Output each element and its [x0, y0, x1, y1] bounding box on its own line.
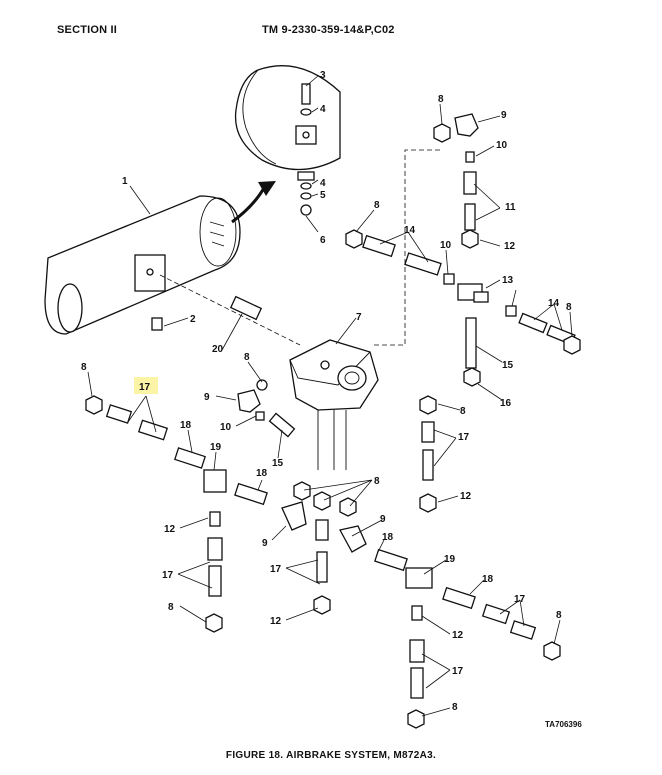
- drain-plug-2: [151, 317, 163, 331]
- callout-17: 17: [139, 382, 151, 393]
- callout-10: 10: [496, 140, 508, 151]
- callout-5: 5: [320, 190, 326, 201]
- callout-9: 9: [380, 514, 386, 525]
- callout-8: 8: [374, 200, 380, 211]
- drain-valve-stack: [297, 83, 315, 216]
- air-reservoir-tank: [44, 195, 241, 335]
- callout-10: 10: [440, 240, 452, 251]
- callout-14: 14: [404, 225, 416, 236]
- detail-arrowhead: [258, 181, 276, 196]
- callout-6: 6: [320, 235, 326, 246]
- callout-1: 1: [122, 176, 128, 187]
- callout-4: 4: [320, 178, 326, 189]
- callout-13: 13: [502, 275, 514, 286]
- callout-8: 8: [81, 362, 87, 373]
- callout-9: 9: [501, 110, 507, 121]
- callout-8: 8: [556, 610, 562, 621]
- callout-18: 18: [180, 420, 192, 431]
- callout-14: 14: [548, 298, 560, 309]
- callout-4: 4: [320, 104, 326, 115]
- callout-18: 18: [256, 468, 268, 479]
- callout-7: 7: [356, 312, 362, 323]
- callout-19: 19: [444, 554, 456, 565]
- callout-20: 20: [212, 344, 224, 355]
- pipe-nipple-20: [229, 295, 263, 321]
- callout-17: 17: [458, 432, 470, 443]
- callout-15: 15: [502, 360, 514, 371]
- callout-8: 8: [374, 476, 380, 487]
- technical-manual-number: TM 9-2330-359-14&P,C02: [262, 24, 395, 36]
- section-heading: SECTION II: [57, 24, 118, 36]
- callout-8: 8: [168, 602, 174, 613]
- callout-9: 9: [204, 392, 210, 403]
- relay-valve: [289, 339, 379, 470]
- callout-17: 17: [452, 666, 464, 677]
- detail-arrow: [231, 185, 267, 224]
- callout-17: 17: [270, 564, 282, 575]
- callout-17: 17: [514, 594, 526, 605]
- callout-9: 9: [262, 538, 268, 549]
- callout-2: 2: [190, 314, 196, 325]
- callout-17: 17: [162, 570, 174, 581]
- callout-18: 18: [482, 574, 494, 585]
- highlighted-callout-box: [134, 377, 158, 394]
- callout-16: 16: [500, 398, 512, 409]
- callout-10: 10: [220, 422, 232, 433]
- callout-19: 19: [210, 442, 222, 453]
- upper-right-fittings: [345, 113, 581, 387]
- callout-12: 12: [270, 616, 282, 627]
- callout-labels: 1 2 3 4 4 5 6 7 8 8 8 8 8 8 8 8 8 8 9 9 …: [81, 70, 572, 713]
- callout-12: 12: [504, 241, 516, 252]
- callout-8: 8: [244, 352, 250, 363]
- callout-8: 8: [460, 406, 466, 417]
- callout-18: 18: [382, 532, 394, 543]
- callout-12: 12: [164, 524, 176, 535]
- callout-15: 15: [272, 458, 284, 469]
- lower-fittings: [281, 395, 561, 729]
- callout-3: 3: [320, 70, 326, 81]
- callout-11: 11: [505, 202, 516, 213]
- leader-lines: [87, 75, 573, 717]
- hidden-line: [372, 149, 440, 346]
- left-fittings: [85, 379, 296, 633]
- tank-end-detail: [234, 65, 341, 171]
- callout-8: 8: [438, 94, 444, 105]
- callout-8: 8: [566, 302, 572, 313]
- figure-caption: FIGURE 18. AIRBRAKE SYSTEM, M872A3.: [225, 750, 437, 761]
- hidden-line-tank: [159, 274, 301, 346]
- drawing-code: TA706396: [545, 720, 582, 729]
- callout-12: 12: [452, 630, 464, 641]
- callout-12: 12: [460, 491, 472, 502]
- callout-8: 8: [452, 702, 458, 713]
